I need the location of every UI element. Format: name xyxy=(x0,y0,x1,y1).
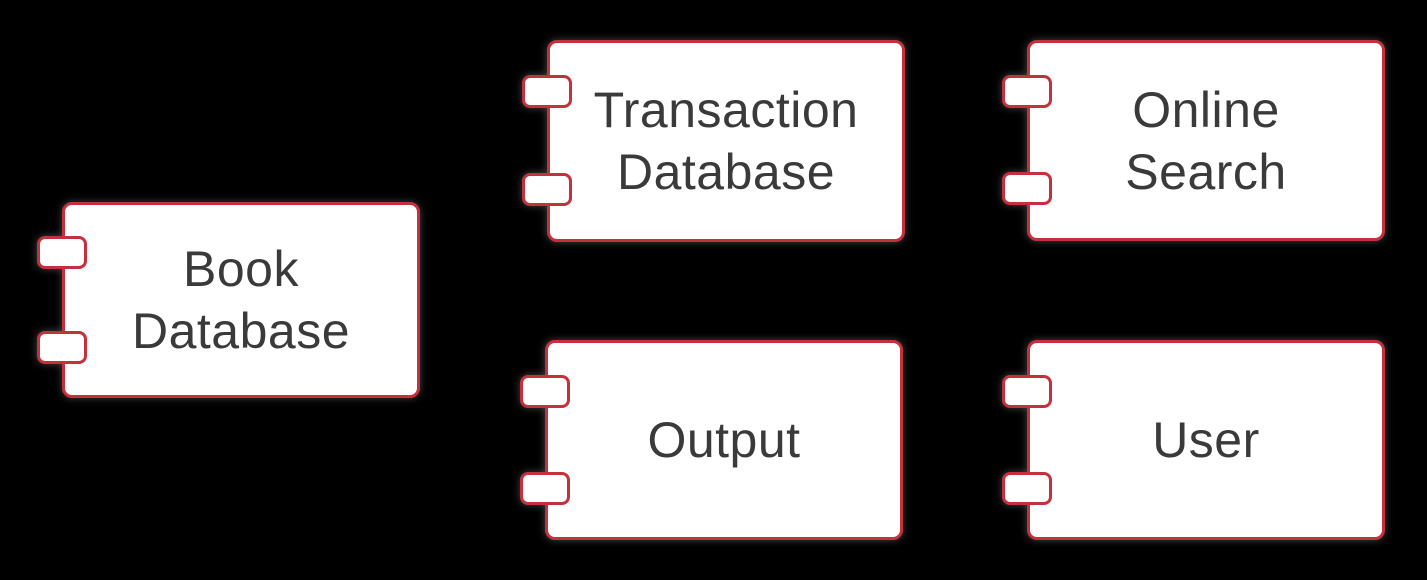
component-label: Transaction Database xyxy=(593,82,859,200)
port-icon xyxy=(522,75,572,108)
component-transaction-database: Transaction Database xyxy=(522,40,905,242)
component-label: Online Search xyxy=(1125,81,1287,200)
port-icon xyxy=(520,374,570,408)
component-label: Output xyxy=(647,412,801,468)
port-icon xyxy=(1002,74,1052,108)
port-icon xyxy=(520,471,570,505)
port-icon xyxy=(37,330,87,364)
port-icon xyxy=(1002,172,1052,206)
component-label: User xyxy=(1152,412,1260,468)
port-icon xyxy=(1002,471,1052,505)
component-online-search: Online Search xyxy=(1002,40,1385,241)
port-icon xyxy=(37,235,87,269)
component-output: Output xyxy=(520,340,903,540)
component-label: Book Database xyxy=(131,241,351,359)
component-user: User xyxy=(1002,340,1385,540)
component-book-database: Book Database xyxy=(37,202,420,398)
port-icon xyxy=(522,173,572,206)
port-icon xyxy=(1002,374,1052,408)
